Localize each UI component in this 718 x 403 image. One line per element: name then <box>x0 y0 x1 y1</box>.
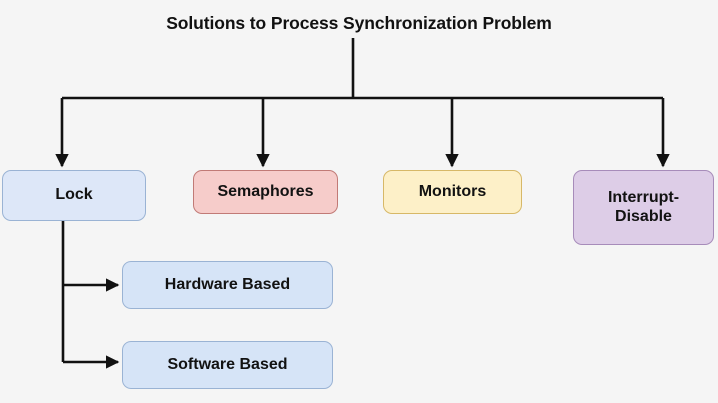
node-monitors-label: Monitors <box>418 182 487 200</box>
node-lock-label: Lock <box>55 186 93 204</box>
node-monitors[interactable]: Monitors <box>383 170 522 214</box>
node-software-based[interactable]: Software Based <box>122 341 333 389</box>
node-hardware-based-label: Hardware Based <box>164 275 291 293</box>
node-semaphores[interactable]: Semaphores <box>193 170 338 214</box>
node-hardware-based[interactable]: Hardware Based <box>122 261 333 309</box>
node-lock[interactable]: Lock <box>2 170 146 221</box>
node-software-based-label: Software Based <box>167 355 288 373</box>
node-interrupt-disable-label: Interrupt- Disable <box>607 188 680 225</box>
page-title: Solutions to Process Synchronization Pro… <box>166 13 552 33</box>
node-semaphores-label: Semaphores <box>217 182 314 200</box>
node-interrupt-disable[interactable]: Interrupt- Disable <box>573 170 714 245</box>
